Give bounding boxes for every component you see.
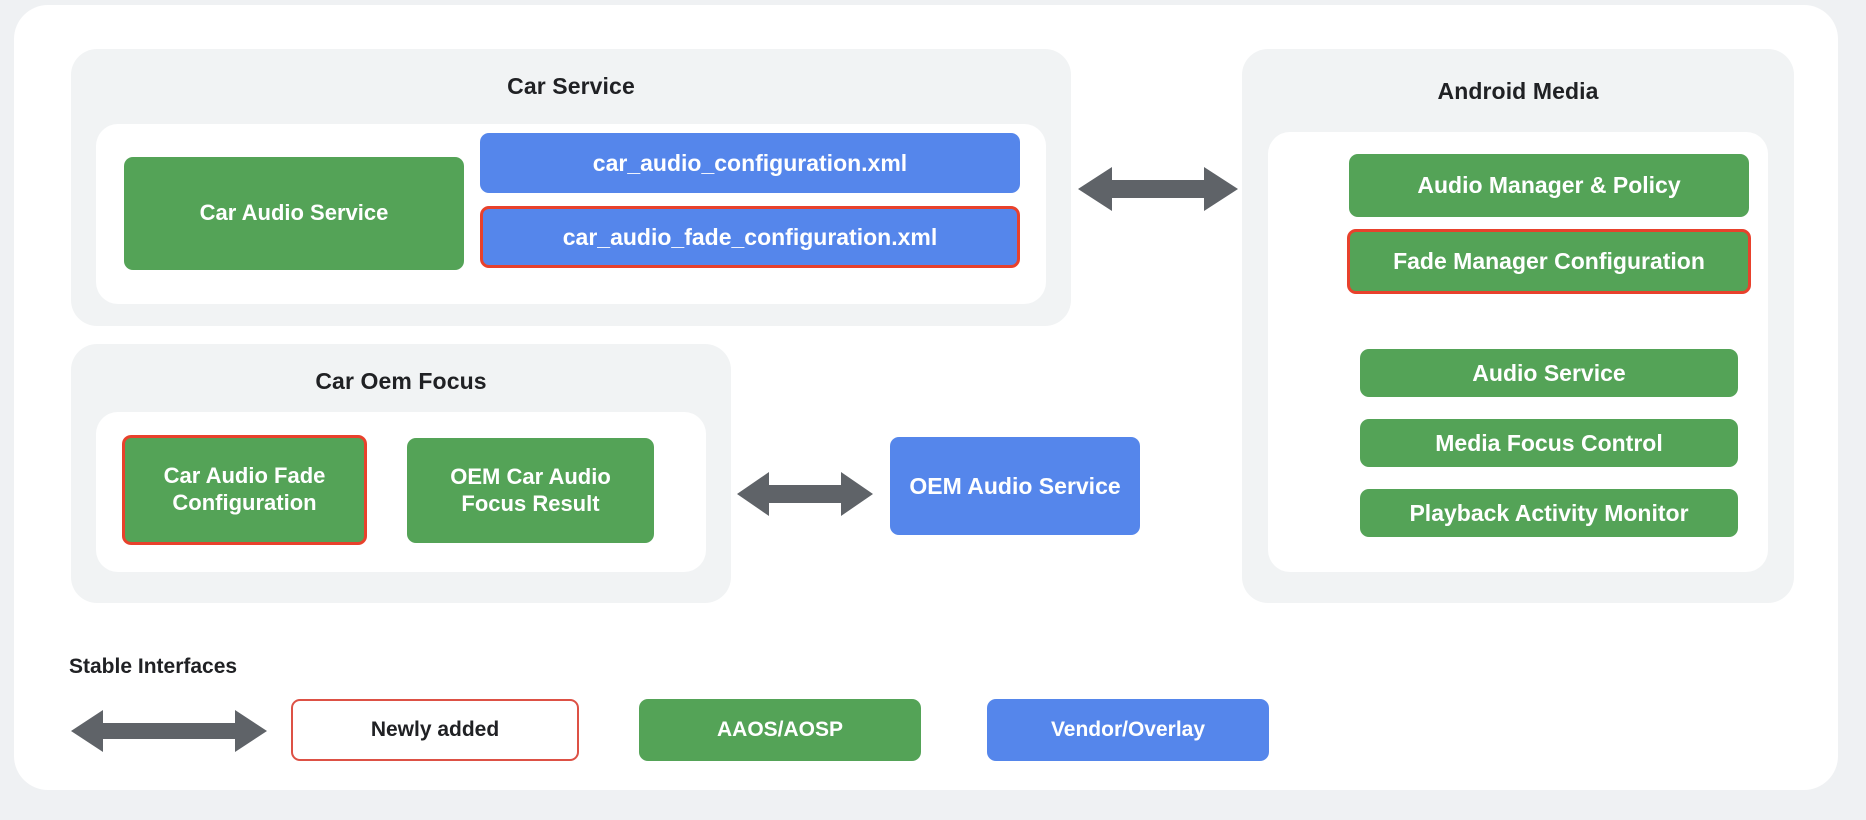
- node-label: Playback Activity Monitor: [1409, 499, 1689, 526]
- node-car-audio-configuration-xml[interactable]: car_audio_configuration.xml: [480, 133, 1020, 193]
- node-label: Audio Service: [1472, 359, 1626, 386]
- node-label: Media Focus Control: [1435, 429, 1663, 456]
- group-panel-android-media: Android Media Audio Manager & Policy Fad…: [1242, 49, 1794, 603]
- node-label: car_audio_fade_configuration.xml: [562, 223, 938, 250]
- node-fade-manager-configuration[interactable]: Fade Manager Configuration: [1347, 229, 1751, 294]
- page-card: Car Service Car Audio Service car_audio_…: [14, 5, 1838, 790]
- group-title-android-media: Android Media: [1437, 78, 1599, 104]
- group-title-car-oem-focus: Car Oem Focus: [315, 368, 487, 394]
- node-oem-audio-service[interactable]: OEM Audio Service: [890, 437, 1140, 535]
- node-label: Audio Manager & Policy: [1417, 172, 1681, 199]
- legend-item-aaos-aosp[interactable]: AAOS/AOSP: [639, 699, 921, 761]
- node-playback-activity-monitor[interactable]: Playback Activity Monitor: [1360, 489, 1738, 537]
- node-label: car_audio_configuration.xml: [592, 149, 908, 176]
- node-car-audio-fade-configuration[interactable]: Car Audio Fade Configuration: [122, 435, 367, 545]
- inner-panel-car-oem-focus: Car Audio Fade Configuration OEM Car Aud…: [96, 412, 706, 572]
- inner-panel-android-media: Audio Manager & Policy Fade Manager Conf…: [1268, 132, 1768, 572]
- legend-item-label: Vendor/Overlay: [1050, 718, 1206, 741]
- inner-panel-car-service: Car Audio Service car_audio_configuratio…: [96, 124, 1046, 304]
- legend-item-vendor-overlay[interactable]: Vendor/Overlay: [987, 699, 1269, 761]
- legend-label-stable-interfaces: Stable Interfaces: [69, 655, 238, 678]
- node-label: OEM Audio Service: [909, 472, 1121, 499]
- node-media-focus-control[interactable]: Media Focus Control: [1360, 419, 1738, 467]
- node-audio-service[interactable]: Audio Service: [1360, 349, 1738, 397]
- legend-item-label: AAOS/AOSP: [716, 718, 844, 741]
- node-label: Car Audio Service: [199, 200, 389, 226]
- legend-stable-interfaces-arrow: [71, 708, 267, 754]
- node-oem-car-audio-focus-result[interactable]: OEM Car Audio Focus Result: [407, 438, 654, 543]
- group-panel-car-service: Car Service Car Audio Service car_audio_…: [71, 49, 1071, 326]
- group-title-car-service: Car Service: [507, 73, 635, 99]
- connector-car-oem-focus-to-oem-audio-service: [737, 470, 873, 518]
- legend-item-label: Newly added: [370, 718, 500, 741]
- legend-item-newly-added[interactable]: Newly added: [291, 699, 579, 761]
- node-label: OEM Car Audio Focus Result: [450, 463, 611, 516]
- node-label: Fade Manager Configuration: [1393, 248, 1705, 275]
- connector-car-service-to-android-media: [1078, 165, 1238, 213]
- node-car-audio-service[interactable]: Car Audio Service: [124, 157, 464, 270]
- node-audio-manager-policy[interactable]: Audio Manager & Policy: [1349, 154, 1749, 217]
- group-panel-car-oem-focus: Car Oem Focus Car Audio Fade Configurati…: [71, 344, 731, 603]
- node-car-audio-fade-configuration-xml[interactable]: car_audio_fade_configuration.xml: [480, 206, 1020, 268]
- node-label: Car Audio Fade Configuration: [163, 463, 326, 515]
